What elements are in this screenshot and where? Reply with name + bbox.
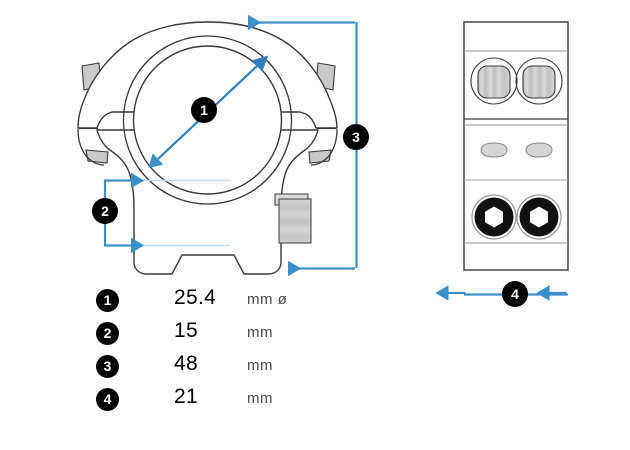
callout-label-1: 1	[200, 102, 208, 118]
callout-badge-3	[343, 124, 369, 150]
right-clamp-ear	[310, 128, 338, 166]
legend-marker-2: 2	[96, 322, 119, 345]
legend-value-4: 21	[174, 385, 198, 408]
front-view: 1 2 3	[77, 14, 369, 277]
legend-row: 3 48 mm	[96, 352, 396, 385]
hex-screw-left	[471, 194, 517, 240]
legend-unit-1: mm ø	[247, 291, 288, 308]
callout-badge-1	[191, 97, 217, 123]
dimension-legend: 1 25.4 mm ø 2 15 mm 3 48 mm 4 21 mm	[96, 286, 396, 418]
legend-value-3: 48	[174, 352, 198, 375]
legend-unit-3: mm	[247, 357, 273, 374]
left-clamp-ear	[77, 128, 105, 166]
legend-unit-2: mm	[247, 324, 273, 341]
dimple-right	[525, 142, 553, 158]
callout-badge-4	[502, 281, 528, 307]
legend-marker-3: 3	[96, 355, 119, 378]
dimension-1-diameter: 1	[148, 55, 269, 169]
legend-value-1: 25.4	[174, 286, 217, 309]
dimension-3-total-height: 3	[248, 14, 369, 277]
top-screw-right	[515, 57, 563, 105]
legend-marker-1: 1	[96, 289, 119, 312]
clamp-block	[278, 198, 312, 244]
legend-row: 1 25.4 mm ø	[96, 286, 396, 319]
callout-label-2: 2	[101, 203, 109, 219]
top-view: 4	[435, 21, 569, 307]
dimple-left	[480, 142, 508, 158]
legend-value-2: 15	[174, 319, 198, 342]
dimension-4-base-width: 4	[435, 281, 568, 307]
left-lower-boss	[85, 149, 109, 164]
dimension-2-base-height: 2	[92, 172, 230, 254]
legend-unit-4: mm	[247, 390, 273, 407]
top-screw-left	[470, 57, 518, 105]
callout-label-4: 4	[511, 286, 519, 302]
legend-row: 2 15 mm	[96, 319, 396, 352]
legend-marker-4: 4	[96, 388, 119, 411]
top-view-plate	[463, 21, 569, 271]
ring-outer-circle	[122, 35, 293, 205]
callout-badge-2	[92, 198, 118, 224]
callout-label-3: 3	[352, 129, 360, 145]
hex-screw-right	[516, 194, 562, 240]
legend-row: 4 21 mm	[96, 385, 396, 418]
